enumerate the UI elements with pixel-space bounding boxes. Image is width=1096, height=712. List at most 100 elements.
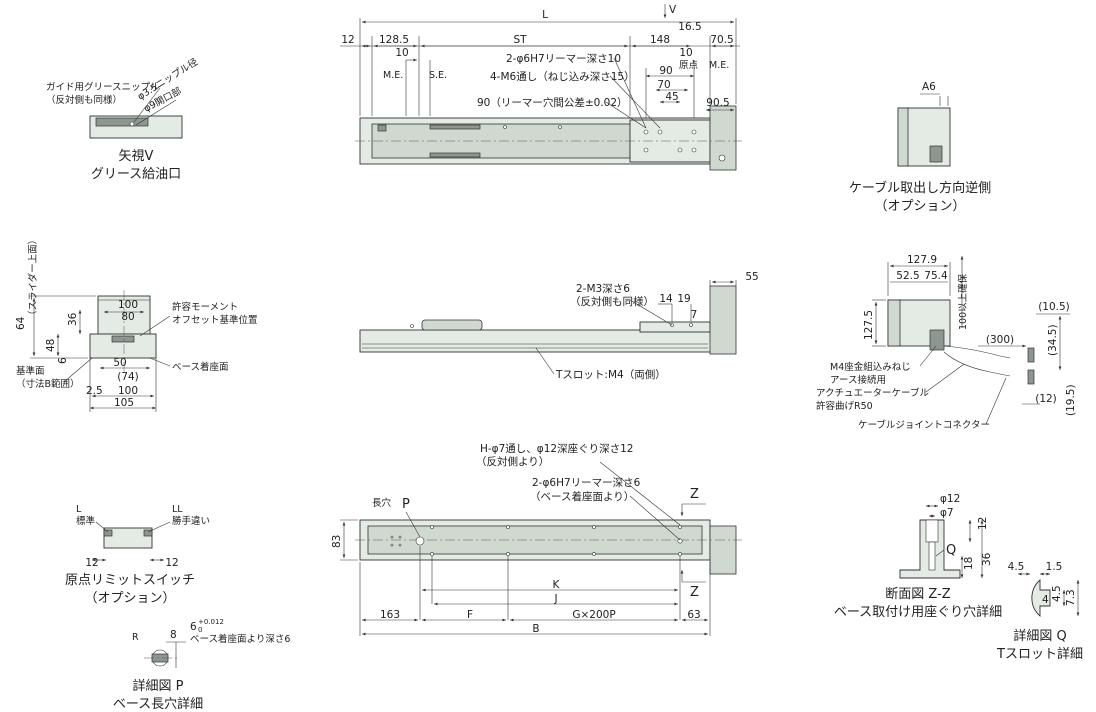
base-label-reamer-sub: （ベース着座面より） <box>530 490 634 503</box>
top-dim-10-left: 10 <box>395 47 408 59</box>
top-dim-st: ST <box>513 34 527 46</box>
end-view: 64 （スライダー上面） 100 80 36 48 6 許容モーメント オフセッ… <box>15 235 258 412</box>
base-dim-63: 63 <box>687 609 700 621</box>
motor-label-cable1: アクチュエーターケーブル <box>816 387 929 399</box>
detail-q-title1: 詳細図 Q <box>1013 628 1066 644</box>
base-dim-k: K <box>553 579 561 591</box>
top-dim-10-right: 10 <box>679 47 692 59</box>
top-label-origin: 原点 <box>679 60 699 71</box>
base-label-p: P <box>402 497 410 512</box>
section-zz-title1: 断面図 Z-Z <box>885 587 951 602</box>
motor-dim-127-5: 127.5 <box>863 310 875 340</box>
top-dim-70-5: 70.5 <box>710 34 733 46</box>
motor-dim-10-5: (10.5) <box>1038 301 1070 313</box>
detail-p-title1: 詳細図 P <box>133 678 184 694</box>
section-zz-title2: ベース取付け用座ぐり穴詳細 <box>834 604 1002 620</box>
end-dim-6: 6 <box>57 357 69 364</box>
side-dim-14: 14 <box>659 293 673 305</box>
cable-reverse-title2: （オプション） <box>874 199 965 214</box>
end-label-moment: 許容モーメント <box>172 301 238 313</box>
base-dim-163: 163 <box>380 609 400 621</box>
detail-p-note: ベース着座面より深さ6 <box>190 633 290 645</box>
base-long-hole <box>415 536 425 546</box>
motor-dim-12: (12) <box>1035 393 1057 405</box>
motor-dim-min-clearance: 100以上確保 <box>957 273 969 330</box>
top-arrow-v: V <box>669 4 677 16</box>
end-label-ref1: 基準面 <box>16 365 45 377</box>
side-view-slider <box>639 321 711 333</box>
motor-dim-19-5: (19.5) <box>1065 384 1077 416</box>
motor-label-ground2: アース接続用 <box>830 374 886 386</box>
side-view-cover <box>421 319 483 331</box>
top-dim-148: 148 <box>650 34 670 46</box>
detail-p-dim-8: 8 <box>170 629 177 641</box>
detail-p-tol-sup: +0.012 <box>198 618 224 626</box>
side-dim-19: 19 <box>677 293 690 305</box>
limit-dim-12-right: 12 <box>165 557 178 569</box>
detail-q-dim-1-5: 1.5 <box>1046 561 1063 573</box>
limit-switch-view: L 標準 LL 勝手違い 12 12 原点リミットスイッチ （オプション） <box>65 504 210 606</box>
top-view: L 12 128.5 ST 148 16.5 70.5 10 10 V M.E.… <box>340 4 742 171</box>
top-dim-12: 12 <box>341 34 354 46</box>
section-zz-dim-18: 18 <box>963 557 975 570</box>
top-label-m6: 4-M6通し（ねじ込み深さ15） <box>490 71 635 83</box>
limit-label-std: 標準 <box>76 515 96 527</box>
side-label-m3-sub: （反対側も同様） <box>570 295 654 308</box>
top-dim-128-5: 128.5 <box>379 34 409 46</box>
end-dim-50: 50 <box>113 357 126 369</box>
section-zz-phi7: φ7 <box>940 507 954 519</box>
side-label-m3: 2-M3深さ6 <box>576 283 630 295</box>
top-dim-90-5: 90.5 <box>706 97 729 109</box>
base-dim-f: F <box>467 609 473 621</box>
base-view-motor <box>709 525 737 575</box>
end-label-slider-top: （スライダー上面） <box>27 235 39 320</box>
motor-label-cable2: 許容曲げR50 <box>816 400 873 412</box>
view-v-note1: ガイド用グリースニップル <box>46 81 160 93</box>
limit-label-ll: LL <box>172 504 183 515</box>
side-dim-55: 55 <box>745 271 758 283</box>
top-label-pitch: 90（リーマー穴間公差±0.02） <box>477 96 628 109</box>
detail-q-dim-4: 4 <box>1042 594 1049 606</box>
end-label-offset: オフセット基準位置 <box>172 314 258 326</box>
base-dim-j: J <box>553 593 557 605</box>
detail-q-profile <box>1031 579 1051 617</box>
detail-p: R 8 6 +0.012 0 ベース着座面より深さ6 詳細図 P ベース長穴詳細 <box>113 618 291 712</box>
side-view-base <box>359 329 713 353</box>
motor-dim-75-4: 75.4 <box>924 270 948 282</box>
end-dim-100-bottom: 100 <box>118 385 138 397</box>
top-dim-90-upper: 90 <box>659 65 672 77</box>
detail-p-tol: 6 <box>190 621 197 633</box>
motor-label-connector: ケーブルジョイントコネクター <box>858 419 990 431</box>
base-dim-b: B <box>532 623 539 635</box>
limit-label-rev: 勝手違い <box>172 515 210 527</box>
base-label-reamer: 2-φ6H7リーマー深さ6 <box>532 477 641 489</box>
detail-q-dim-4-5-side: 4.5 <box>1051 585 1063 602</box>
view-v-title2: グリース給油口 <box>91 167 181 182</box>
base-dim-83: 83 <box>331 535 343 548</box>
view-v-title1: 矢視V <box>119 149 154 164</box>
motor-dim-52-5: 52.5 <box>896 270 919 282</box>
detail-p-dim-r: R <box>132 632 139 643</box>
end-dim-74: (74) <box>117 371 139 383</box>
limit-switch-body <box>103 527 153 549</box>
base-label-long-hole: 長穴 <box>372 497 392 509</box>
side-dim-7: 7 <box>691 309 698 321</box>
side-view-motor <box>709 285 737 355</box>
motor-label-ground1: M4座金組込みねじ <box>830 361 911 373</box>
motor-dim-300: (300) <box>986 334 1014 346</box>
top-dim-45: 45 <box>665 91 678 103</box>
top-dim-70: 70 <box>657 79 670 91</box>
detail-q-title2: Tスロット詳細 <box>996 646 1083 662</box>
side-label-tslot: Tスロット:M4（両側） <box>555 368 666 381</box>
detail-p-tol-sub: 0 <box>198 626 202 634</box>
cable-reverse-dim-a6: A6 <box>922 81 936 93</box>
base-dim-g-pitch: G×200P <box>572 609 615 621</box>
end-dim-64: 64 <box>15 316 27 330</box>
end-dim-2-5: 2.5 <box>86 385 103 397</box>
section-zz-phi12: φ12 <box>940 493 960 505</box>
base-label-z-bottom: Z <box>690 585 699 600</box>
limit-dim-12-left: 12 <box>85 557 98 569</box>
base-view: H-φ7通し、φ12深座ぐり深さ12 （反対側より） 2-φ6H7リーマー深さ6… <box>331 442 742 636</box>
limit-title2: （オプション） <box>84 591 175 606</box>
